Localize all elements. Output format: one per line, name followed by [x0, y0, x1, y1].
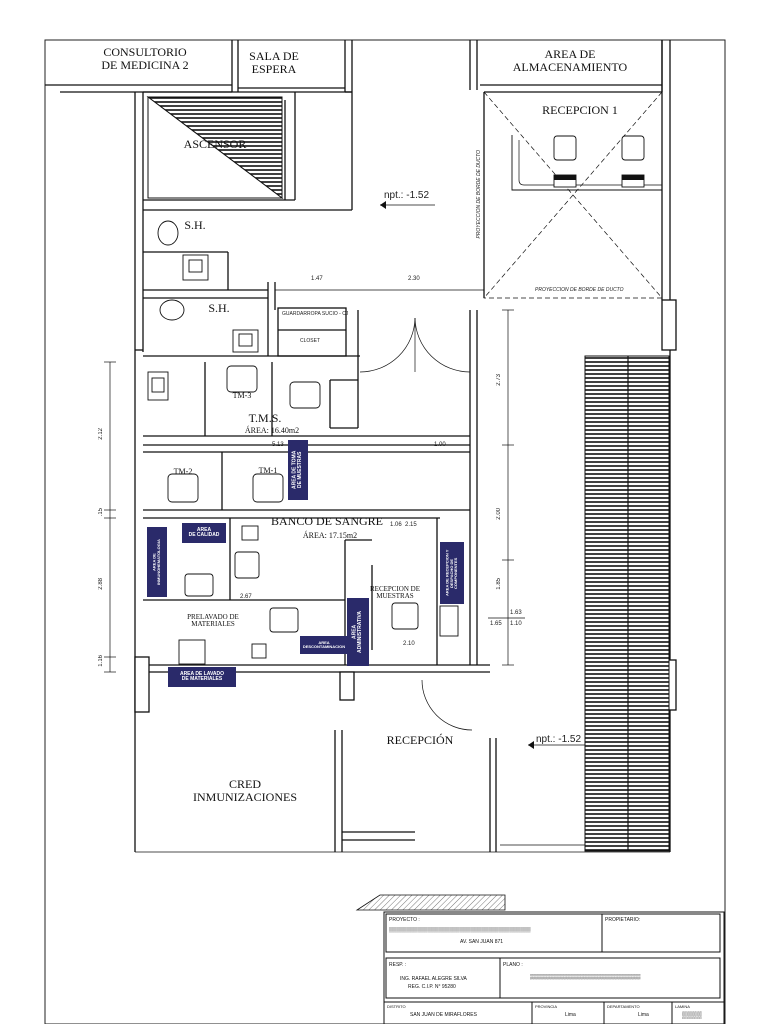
- tb-distrito-label: DISTRITO: [387, 1004, 406, 1009]
- npt-top-level: npt.: -1.52: [384, 190, 430, 201]
- dim-label: 1.06: [390, 522, 402, 528]
- tb-propietario-label: PROPIETARIO:: [605, 917, 641, 923]
- dim-label: 1.47: [311, 276, 323, 282]
- dim-label: 2.00: [496, 508, 502, 520]
- proyeccion-v-label: PROYECCION DE BORDE DE DUCTO: [476, 150, 482, 239]
- tag-descontaminacion: AREA DESCONTAMINACION: [300, 636, 348, 654]
- tb-proyecto-label: PROYECTO :: [389, 917, 420, 923]
- tm2-label: TM-2: [173, 467, 193, 476]
- room-almacenamiento-label: AREA DE ALMACENAMIENTO: [512, 47, 628, 74]
- tag-inmuno: AREA DE INMUNOHEMATOLOGIA: [147, 527, 167, 597]
- tb-distrito-value: SAN JUAN DE MIRAFLORES: [410, 1012, 477, 1018]
- npt-bottom-level: npt.: -1.52: [536, 734, 582, 745]
- tb-departamento-label: DEPARTAMENTO: [607, 1004, 640, 1009]
- room-consultorio-label: CONSULTORIO DE MEDICINA 2: [101, 45, 189, 72]
- tb-resp-name: ING. RAFAEL ALEGRE SILVA: [400, 976, 467, 982]
- dim-label: .15: [98, 508, 104, 517]
- room-banco-area: ÁREA: 17.15m2: [302, 531, 358, 540]
- room-sala-espera-label: SALA DE ESPERA: [249, 49, 299, 76]
- dim-label: 2.88: [98, 578, 104, 590]
- dim-label: 1.00: [434, 442, 446, 448]
- tb-resp-label: RESP. :: [389, 962, 407, 968]
- tag-lavado: AREA DE LAVADO DE MATERIALES: [168, 667, 236, 687]
- room-banco-label: BANCO DE SANGRE: [270, 514, 383, 528]
- room-recepcion-muestras-label: RECEPCION DE MUESTRAS: [370, 585, 420, 601]
- tb-proyecto-value: ▒▒▒▒▒▒▒▒▒▒▒▒▒▒▒▒▒▒▒▒▒▒▒▒▒▒▒▒▒▒▒▒▒▒▒▒▒▒▒▒: [389, 927, 531, 933]
- dim-label: 1.16: [98, 655, 104, 667]
- room-ascensor-label: ASCENSOR: [183, 137, 247, 151]
- proyeccion-h-label: PROYECCION DE BORDE DE DUCTO: [535, 287, 624, 293]
- tb-resp-reg: REG. C.I.P. N° 95280: [408, 984, 456, 990]
- dim-label: 2.73: [496, 374, 502, 386]
- tb-provincia-label: PROVINCIA: [535, 1004, 558, 1009]
- title-block-hatch: [355, 894, 506, 911]
- tb-plano-value: ▒▒▒▒▒▒▒▒▒▒▒▒▒▒▒▒▒▒▒▒▒▒▒▒▒▒: [530, 974, 641, 980]
- dim-label: 1.10: [510, 621, 522, 627]
- tb-lamina-value: ▒▒▒▒: [682, 1012, 702, 1019]
- dim-label: 1.85: [496, 578, 502, 590]
- dim-label: 1.63: [510, 610, 522, 616]
- room-tms-label: T.M.S.: [248, 411, 282, 425]
- tb-plano-label: PLANO :: [503, 962, 523, 968]
- dim-label: 2.10: [403, 641, 415, 647]
- dim-label: 1.65: [490, 621, 502, 627]
- tag-calidad: AREA DE CALIDAD: [182, 523, 226, 543]
- tb-lamina-label: LAMINA: [675, 1004, 690, 1009]
- tm3-label: TM-3: [232, 391, 252, 400]
- dim-label: 2.30: [408, 276, 420, 282]
- tag-administrativa: AREA ADMINISTRATIVA: [347, 598, 369, 666]
- room-recepcion-label: RECEPCIÓN: [386, 733, 454, 747]
- dim-label: 5.13: [272, 442, 284, 448]
- room-prelavado-label: PRELAVADO DE MATERIALES: [187, 613, 239, 629]
- room-tms-area: ÁREA: 16.40m2: [244, 426, 300, 435]
- tb-direccion: AV. SAN JUAN 871: [460, 939, 504, 945]
- closet-label: CLOSET: [300, 338, 321, 344]
- dim-label: 2.12: [98, 428, 104, 440]
- guardarropa-label: GUARDARROPA SUCIO - CJ: [282, 311, 349, 317]
- tb-departamento-value: Lima: [638, 1012, 649, 1018]
- tb-provincia-value: Lima: [565, 1012, 576, 1018]
- dim-label: 2.67: [240, 594, 252, 600]
- room-sh1-label: S.H.: [184, 218, 206, 232]
- room-sh2-label: S.H.: [208, 301, 230, 315]
- tm1-label: TM-1: [258, 466, 278, 475]
- dim-label: 2.15: [405, 522, 417, 528]
- tag-componentes: AREA DE RECEPCION Y DESPACHO DE COMPONEN…: [440, 542, 464, 604]
- room-recepcion1-label: RECEPCION 1: [542, 103, 618, 117]
- room-cred-label: CRED INMUNIZACIONES: [193, 777, 297, 804]
- tag-toma-muestras: AREA DE TOMA DE MUESTRAS: [288, 440, 308, 500]
- sheet-border: [44, 39, 726, 1024]
